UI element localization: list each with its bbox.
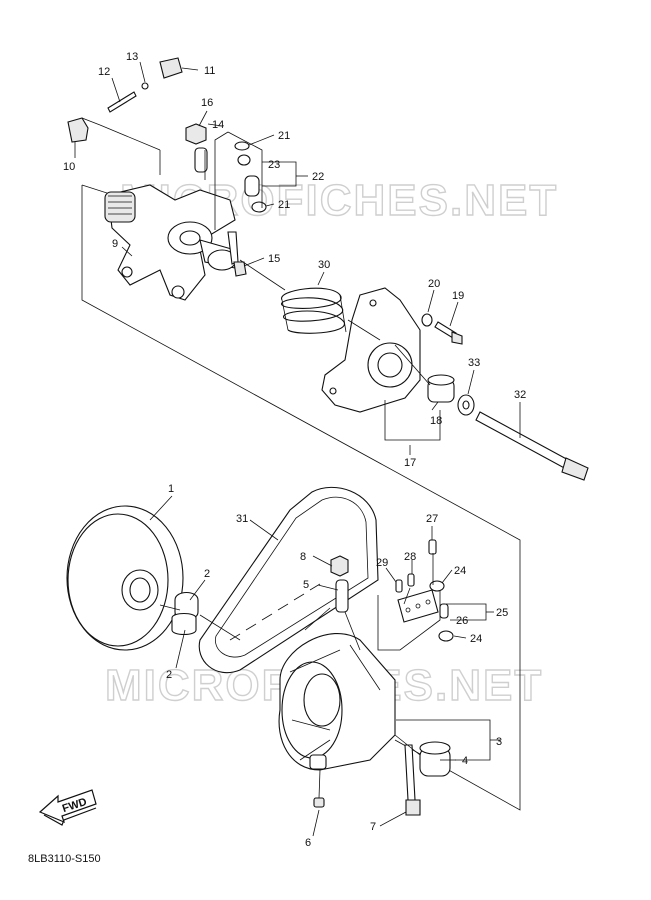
callout-1: 1 xyxy=(168,483,174,495)
callout-5: 5 xyxy=(303,579,309,591)
part-1-sheave-disc[interactable] xyxy=(66,505,184,651)
part-24-washer-upper[interactable] xyxy=(429,580,445,592)
callout-21-lower: 21 xyxy=(278,199,290,211)
part-21-washer-lower[interactable] xyxy=(251,201,267,213)
callout-10: 10 xyxy=(63,161,75,173)
part-12-pin[interactable] xyxy=(107,91,137,113)
part-27-screw[interactable] xyxy=(428,539,437,555)
callout-27: 27 xyxy=(426,513,438,525)
callout-28: 28 xyxy=(404,551,416,563)
part-2-bushing-lower[interactable] xyxy=(171,612,197,636)
callout-25: 25 xyxy=(496,607,508,619)
part-14-collar[interactable] xyxy=(194,147,208,173)
callout-31: 31 xyxy=(236,513,248,525)
part-5-collar[interactable] xyxy=(335,579,349,613)
fwd-arrow-icon: FWD xyxy=(38,789,97,826)
callout-4: 4 xyxy=(462,755,468,767)
callout-2-lower: 2 xyxy=(166,669,172,681)
callout-13: 13 xyxy=(126,51,138,63)
callout-labels: 1 2 2 3 4 5 6 7 8 9 10 11 12 13 14 16 15… xyxy=(63,51,526,849)
part-8-nut[interactable] xyxy=(330,555,349,577)
part-23-bushing-upper[interactable] xyxy=(237,154,251,166)
part-33-washer[interactable] xyxy=(457,394,475,416)
assembly-guide-lines xyxy=(159,131,441,799)
callout-14: 14 xyxy=(212,119,224,131)
part-20-washer[interactable] xyxy=(421,313,433,327)
part-18-bushing[interactable] xyxy=(427,374,455,403)
part-15-bolt[interactable] xyxy=(227,231,247,277)
callout-26: 26 xyxy=(456,615,468,627)
callout-32: 32 xyxy=(514,389,526,401)
part-25-pin[interactable] xyxy=(439,603,449,619)
callout-22: 22 xyxy=(312,171,324,183)
callout-8: 8 xyxy=(300,551,306,563)
callout-30: 30 xyxy=(318,259,330,271)
part-13-ring[interactable] xyxy=(141,82,149,90)
part-21-washer-upper[interactable] xyxy=(234,141,250,151)
part-3-driven-sheave[interactable] xyxy=(278,633,396,771)
part-32-long-bolt[interactable] xyxy=(475,411,589,481)
diagram-code: 8LB3110-S150 xyxy=(28,853,101,865)
callout-24-lower: 24 xyxy=(470,633,482,645)
leader-lines xyxy=(74,61,521,837)
part-28-screw[interactable] xyxy=(407,573,415,587)
part-9-spider-hub[interactable] xyxy=(104,184,237,301)
callout-12: 12 xyxy=(98,66,110,78)
part-29-screw[interactable] xyxy=(395,579,403,593)
part-23-bushing-lower[interactable] xyxy=(244,175,260,197)
part-16-nut[interactable] xyxy=(185,123,207,145)
part-30-spring[interactable] xyxy=(281,287,347,334)
callout-7: 7 xyxy=(370,821,376,833)
callout-24-upper: 24 xyxy=(454,565,466,577)
part-31-belt[interactable] xyxy=(198,486,379,674)
callout-17: 17 xyxy=(404,457,416,469)
callout-11: 11 xyxy=(204,65,215,77)
callout-23: 23 xyxy=(268,159,280,171)
callout-29: 29 xyxy=(376,557,388,569)
part-19-bolt[interactable] xyxy=(434,321,463,345)
callout-18: 18 xyxy=(430,415,442,427)
part-11-slider-block[interactable] xyxy=(159,57,183,79)
callout-19: 19 xyxy=(452,290,464,302)
callout-20: 20 xyxy=(428,278,440,290)
part-10-bracket[interactable] xyxy=(67,117,89,143)
callout-15: 15 xyxy=(268,253,280,265)
part-6-small-pin[interactable] xyxy=(313,797,325,808)
callout-9: 9 xyxy=(112,238,118,250)
part-7-bolt[interactable] xyxy=(404,744,421,816)
callout-6: 6 xyxy=(305,837,311,849)
part-26-weight-block[interactable] xyxy=(397,589,439,623)
callout-16: 16 xyxy=(201,97,213,109)
callout-21-upper: 21 xyxy=(278,130,290,142)
callout-33: 33 xyxy=(468,357,480,369)
part-4-bushing[interactable] xyxy=(419,741,451,777)
part-24-washer-lower[interactable] xyxy=(438,630,454,642)
callout-2-upper: 2 xyxy=(204,568,210,580)
callout-3: 3 xyxy=(496,736,502,748)
